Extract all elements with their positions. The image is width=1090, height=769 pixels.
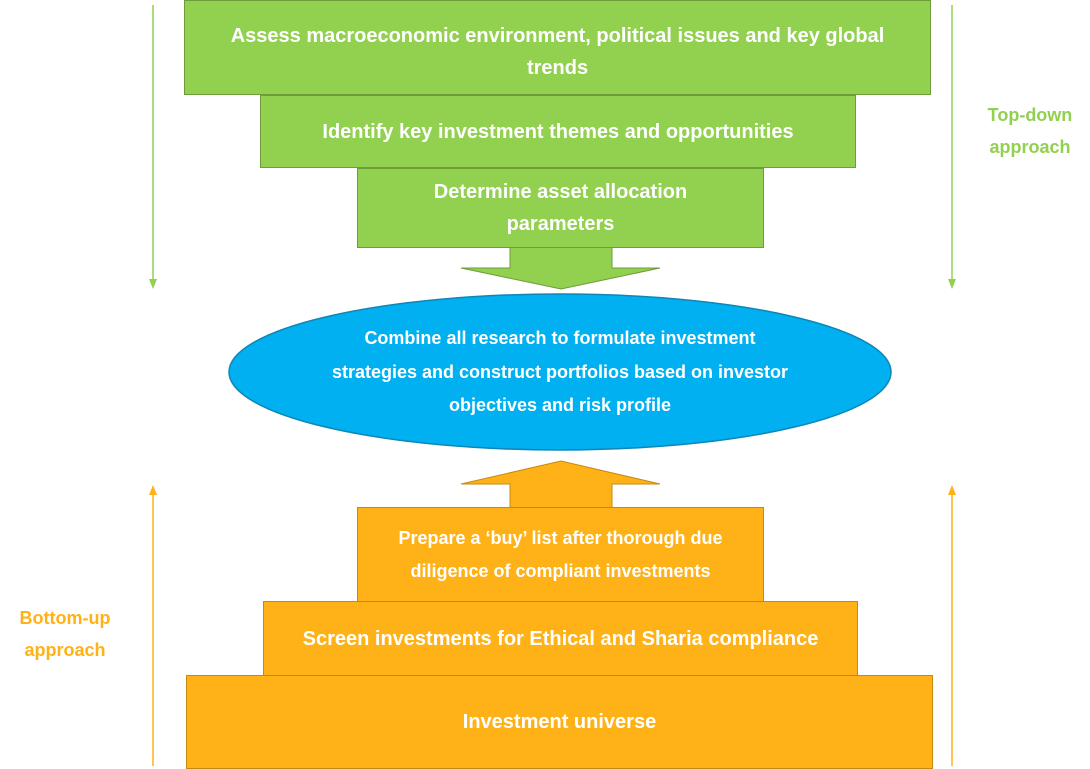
top-down-label: Top-down approach: [987, 105, 1073, 157]
bottom-step-buy-list: Prepare a ‘buy’ list after thorough due …: [357, 507, 764, 602]
green-down-block-arrow: [460, 246, 661, 290]
bottom-up-label: Bottom-up approach: [19, 608, 111, 660]
center-ellipse-text: Combine all research to formulate invest…: [331, 328, 789, 416]
top-step-allocation-text: Determine asset allocation parameters: [433, 181, 688, 235]
top-step-themes-text: Identify key investment themes and oppor…: [322, 120, 794, 143]
top-step-themes: Identify key investment themes and oppor…: [260, 95, 856, 168]
top-step-macro-text: Assess macroeconomic environment, politi…: [230, 24, 885, 79]
bottom-step-screen: Screen investments for Ethical and Shari…: [263, 601, 858, 676]
bottom-step-universe: Investment universe: [186, 675, 933, 769]
bottom-step-universe-text: Investment universe: [462, 711, 657, 733]
top-step-macro: Assess macroeconomic environment, politi…: [184, 0, 931, 95]
bottom-step-screen-text: Screen investments for Ethical and Shari…: [302, 627, 819, 650]
top-down-left-arrow: [149, 5, 157, 289]
bottom-up-right-arrow: [948, 485, 956, 766]
orange-up-block-arrow: [460, 460, 661, 509]
top-step-allocation: Determine asset allocation parameters: [357, 168, 764, 248]
bottom-up-left-arrow: [149, 485, 157, 766]
center-ellipse: [228, 293, 892, 451]
top-down-right-arrow: [948, 5, 956, 289]
bottom-step-buy-list-text: Prepare a ‘buy’ list after thorough due …: [398, 528, 723, 581]
